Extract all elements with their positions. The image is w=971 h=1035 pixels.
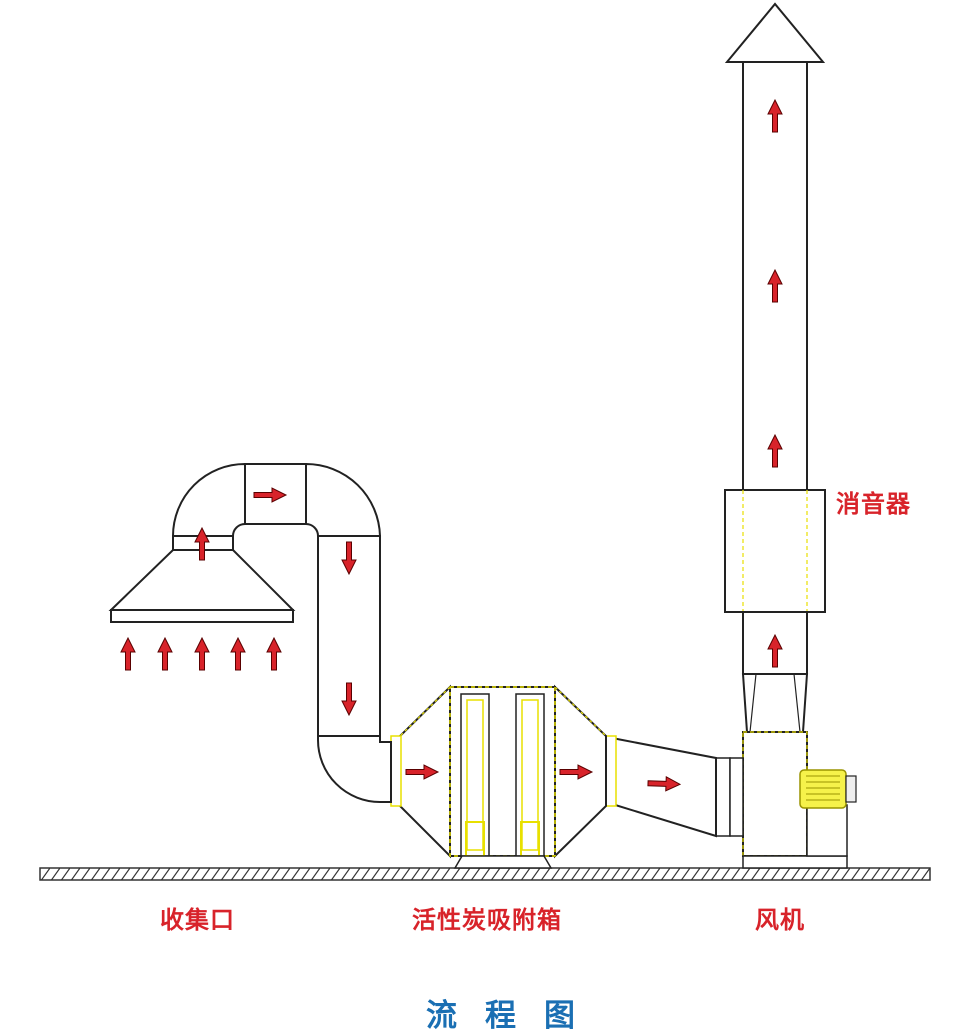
duct-elbow-top-right <box>305 462 382 537</box>
label-adsorber: 活性炭吸附箱 <box>412 906 562 934</box>
fan-base <box>742 855 848 869</box>
reducer-duct <box>611 736 717 838</box>
duct-elbow-top-left <box>171 462 246 537</box>
adsorber-inlet-flange <box>390 735 402 807</box>
flow-arrow-up <box>266 637 282 671</box>
diagram-title: 流程图 <box>426 998 603 1034</box>
silencer <box>724 489 826 613</box>
ground-slab <box>39 867 931 881</box>
fan-inlet-flange <box>715 757 731 837</box>
fan-housing <box>742 731 808 857</box>
label-collector: 收集口 <box>160 906 235 934</box>
flow-arrow-up <box>194 637 210 671</box>
label-fan: 风机 <box>755 906 805 934</box>
adsorber-outlet-flange <box>605 735 617 807</box>
hood-rim <box>110 609 294 623</box>
motor-support <box>806 804 848 857</box>
flow-arrow-up <box>230 637 246 671</box>
flow-arrow-up <box>120 637 136 671</box>
chimney-cap <box>724 2 826 63</box>
label-silencer: 消音器 <box>836 490 911 518</box>
duct-elbow-bottom <box>317 735 392 803</box>
flow-arrow-up <box>157 637 173 671</box>
